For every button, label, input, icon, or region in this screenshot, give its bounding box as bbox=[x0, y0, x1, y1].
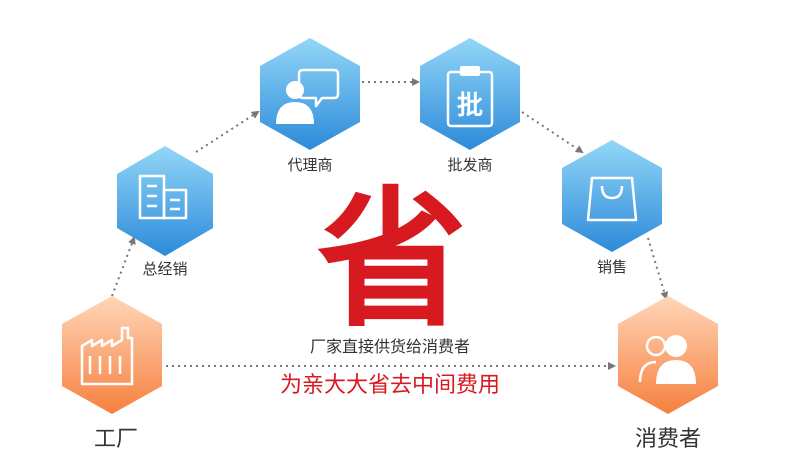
label-retail: 销售 bbox=[597, 258, 627, 276]
hexagon-factory bbox=[62, 296, 162, 414]
users-icon bbox=[638, 335, 696, 384]
label-agent: 代理商 bbox=[287, 156, 332, 174]
person-speech-icon bbox=[276, 68, 340, 124]
label-wholesaler: 批发商 bbox=[447, 156, 492, 174]
hexagon-retail bbox=[562, 140, 662, 252]
connectors bbox=[111, 78, 669, 370]
node-distributor: 总经销 bbox=[117, 146, 213, 278]
hexagon-agent bbox=[260, 38, 360, 150]
direct-supply-text: 厂家直接供货给消费者 bbox=[310, 337, 470, 356]
node-wholesaler: 批 批发商 bbox=[420, 38, 520, 174]
hexagon-wholesaler bbox=[420, 38, 520, 150]
clipboard-glyph: 批 bbox=[457, 91, 483, 121]
big-char-sheng: 省 bbox=[317, 174, 467, 348]
arrow-retail-to-consumer bbox=[647, 237, 669, 300]
arrow-distributor-to-agent bbox=[195, 110, 260, 153]
factory-icon bbox=[80, 326, 134, 386]
node-agent: 代理商 bbox=[260, 38, 360, 174]
node-consumer: 消费者 bbox=[618, 296, 718, 452]
label-factory: 工厂 bbox=[94, 427, 138, 452]
arrow-factory-to-distributor bbox=[111, 236, 136, 297]
savings-text: 为亲大大省去中间费用 bbox=[280, 373, 500, 398]
clipboard-pi-icon: 批 bbox=[446, 66, 494, 128]
label-consumer: 消费者 bbox=[635, 427, 701, 452]
office-building-icon bbox=[138, 174, 188, 220]
node-factory: 工厂 bbox=[62, 296, 162, 452]
hexagon-consumer bbox=[618, 296, 718, 414]
shopping-bag-icon bbox=[586, 176, 638, 222]
label-distributor: 总经销 bbox=[142, 260, 187, 278]
node-retail: 销售 bbox=[562, 140, 662, 276]
arrow-wholesaler-to-retail bbox=[521, 111, 584, 154]
